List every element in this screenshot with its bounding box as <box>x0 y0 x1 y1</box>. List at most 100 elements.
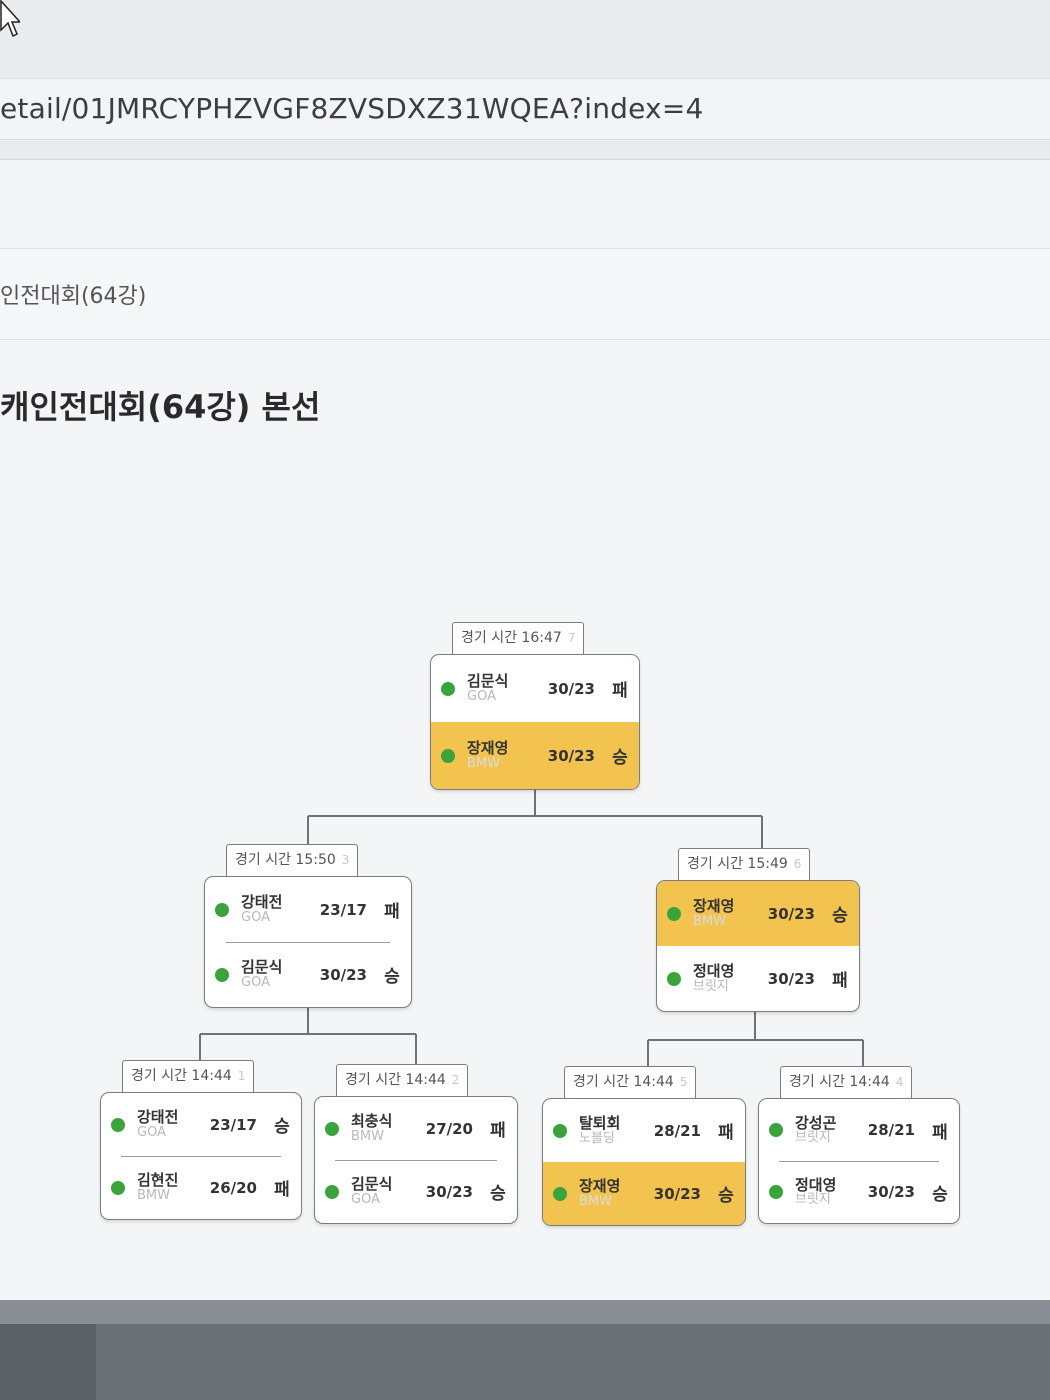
player-score: 23/17 <box>209 1115 257 1134</box>
player-team: 브릿지 <box>795 1130 831 1146</box>
player-name: 강태전 <box>241 893 283 912</box>
player-name: 정대영 <box>795 1175 837 1194</box>
player-score: 27/20 <box>425 1119 473 1138</box>
player-name: 김문식 <box>241 958 283 977</box>
player-score: 26/20 <box>209 1178 257 1197</box>
breadcrumb[interactable]: 인전대회(64강) <box>0 284 147 309</box>
player-name: 김현진 <box>137 1171 179 1190</box>
player-team: 브릿지 <box>693 978 729 994</box>
status-dot-icon <box>441 748 455 763</box>
status-dot-icon <box>111 1117 125 1132</box>
player-team: BMW <box>467 755 500 771</box>
player-team: GOA <box>351 1191 380 1207</box>
player-result: 승 <box>932 1184 948 1205</box>
player-result: 패 <box>832 971 848 991</box>
player-team: BMW <box>137 1187 170 1203</box>
player-team: GOA <box>137 1124 166 1140</box>
divider <box>225 942 391 943</box>
player-team: GOA <box>241 974 270 990</box>
status-dot-icon <box>553 1186 567 1201</box>
status-dot-icon <box>325 1121 339 1136</box>
player-score: 30/23 <box>867 1183 915 1201</box>
player-result: 패 <box>274 1180 290 1200</box>
player-result: 패 <box>612 681 628 701</box>
page-title: 캐인전대회(64강) 본선 <box>0 388 321 426</box>
player-result: 패 <box>932 1122 948 1143</box>
status-dot-icon <box>325 1184 339 1199</box>
player-result: 패 <box>384 902 400 922</box>
divider <box>121 1156 281 1157</box>
player-team: BMW <box>579 1193 612 1209</box>
player-score: 30/23 <box>319 965 367 984</box>
player-name: 최충식 <box>351 1112 393 1131</box>
status-dot-icon <box>215 967 229 982</box>
status-dot-icon <box>553 1123 567 1138</box>
player-name: 김문식 <box>467 672 509 691</box>
player-name: 탈퇴회 <box>579 1114 621 1133</box>
status-dot-icon <box>111 1180 125 1195</box>
status-dot-icon <box>769 1185 783 1199</box>
player-name: 장재영 <box>693 897 735 916</box>
address-url[interactable]: etail/01JMRCYPHZVGF8ZVSDXZ31WQEA?index=4 <box>0 92 704 125</box>
player-team: GOA <box>467 688 496 704</box>
player-name: 장재영 <box>579 1177 621 1196</box>
player-name: 강태전 <box>137 1108 179 1127</box>
player-score: 28/21 <box>867 1121 915 1139</box>
taskbar-start-area[interactable] <box>0 1324 96 1400</box>
player-result: 승 <box>832 906 848 926</box>
player-name: 정대영 <box>693 962 735 981</box>
status-dot-icon <box>769 1123 783 1137</box>
player-score: 30/23 <box>425 1182 473 1201</box>
address-bar[interactable] <box>0 78 1050 140</box>
player-team: BMW <box>693 913 726 929</box>
status-dot-icon <box>215 902 229 917</box>
player-result: 승 <box>384 967 400 987</box>
player-name: 김문식 <box>351 1175 393 1194</box>
player-result: 승 <box>612 748 628 768</box>
player-result: 승 <box>718 1186 734 1206</box>
player-score: 30/23 <box>767 904 815 923</box>
divider <box>779 1161 939 1162</box>
player-team: 노블딩 <box>579 1130 615 1146</box>
player-result: 패 <box>490 1121 506 1141</box>
player-score: 23/17 <box>319 900 367 919</box>
player-score: 30/23 <box>767 969 815 988</box>
player-team: 브릿지 <box>795 1192 831 1208</box>
player-score: 30/23 <box>547 746 595 765</box>
player-name: 강성곤 <box>795 1113 837 1132</box>
player-score: 28/21 <box>653 1121 701 1140</box>
